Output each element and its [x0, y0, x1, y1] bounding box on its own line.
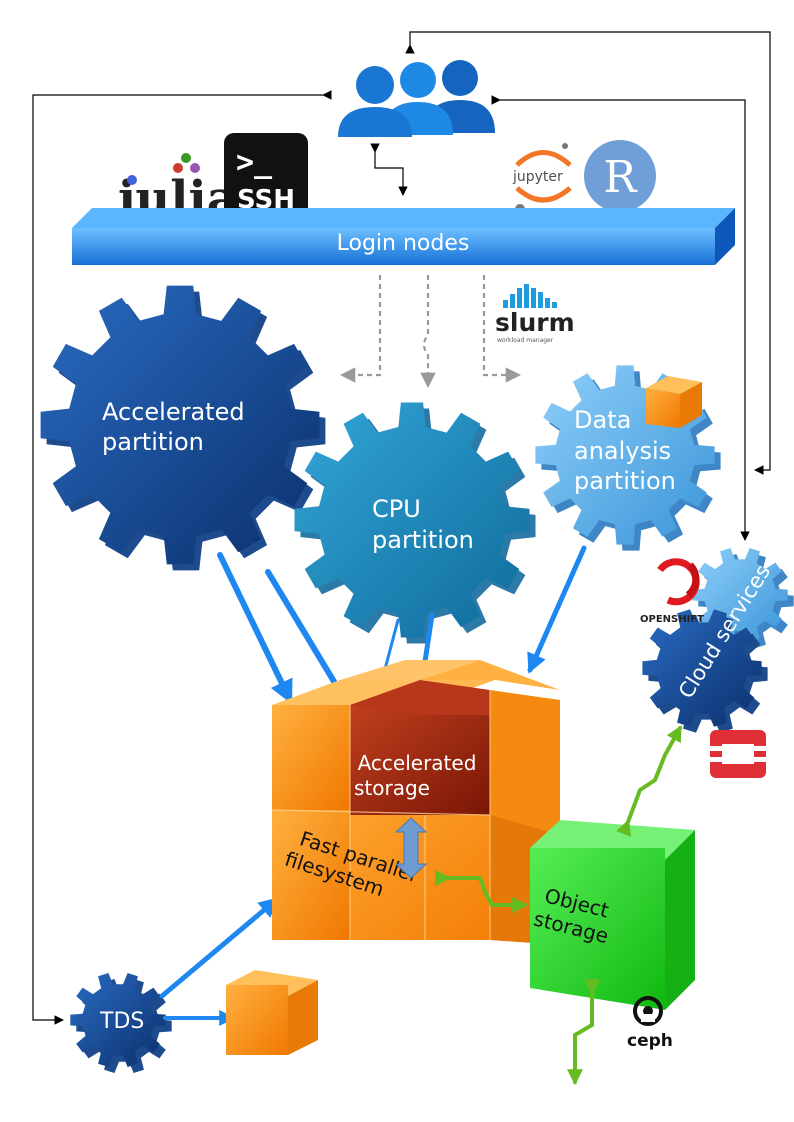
green-links: [435, 725, 682, 1086]
arrow-accel-to-storage-1: [217, 552, 293, 705]
tds-gear-body: [70, 973, 166, 1067]
slurm-dispatch-arrows: [339, 275, 522, 389]
accelerated-storage-label-1: Accelerated: [358, 751, 477, 775]
cpu-partition-gear: [294, 402, 536, 644]
storage-link-arrow: [394, 817, 428, 879]
svg-text:>_: >_: [236, 145, 273, 180]
edge-connectors: [32, 31, 771, 1025]
dispatch-to-cpu: [420, 275, 436, 389]
arrow-tds-to-filesystem: [159, 897, 280, 999]
svg-text:R: R: [603, 152, 638, 203]
accelerated-partition-label-1: Accelerated: [102, 398, 245, 426]
tds-gear: [70, 973, 172, 1073]
ssh-logo: >_ SSH: [224, 133, 308, 217]
connector-users-login: [370, 143, 408, 196]
ceph-logo: ceph: [627, 996, 673, 1051]
link-object-cloud: [616, 725, 682, 837]
login-nodes-label: Login nodes: [337, 231, 470, 256]
data-analysis-label-1: Data: [574, 406, 631, 434]
cloud-service-gear-dark: [642, 609, 768, 733]
cpu-partition-label-1: CPU: [372, 495, 421, 523]
connector-right-cloud: [491, 95, 750, 541]
data-analysis-label-3: partition: [574, 467, 676, 495]
accelerated-storage-label-2: storage: [354, 776, 430, 800]
users-icon: [338, 60, 495, 137]
tds-label: TDS: [99, 1009, 144, 1034]
svg-text:jupyter: jupyter: [512, 169, 563, 185]
link-object-external: [567, 979, 600, 1086]
dispatch-to-accelerated: [339, 275, 382, 383]
svg-text:ceph: ceph: [627, 1031, 673, 1051]
svg-text:slurm: slurm: [495, 308, 575, 337]
accelerated-partition-gear-body: [40, 285, 320, 565]
data-analysis-cube: [646, 376, 702, 428]
r-logo: R: [584, 140, 656, 212]
storage-cube-stack: Accelerated storage Fast parallel filesy…: [271, 660, 560, 945]
cloud-service-gear-dark-body: [642, 609, 762, 727]
openshift-logo: OPENSHIFT: [640, 558, 704, 625]
openstack-logo: [710, 730, 766, 778]
slurm-logo: slurm workload manager: [495, 284, 575, 344]
data-analysis-label-2: analysis: [574, 437, 671, 465]
tds-storage-cube: [226, 970, 318, 1055]
accelerated-partition-gear: [40, 285, 326, 571]
connector-top-right-loop: [405, 31, 771, 475]
connector-left-loop: [32, 90, 332, 1025]
jupyter-logo: jupyter: [512, 143, 572, 214]
login-nodes-bar: Login nodes: [72, 208, 735, 265]
cpu-partition-gear-body: [294, 402, 530, 638]
dispatch-to-data-analysis: [482, 275, 522, 383]
cpu-partition-label-2: partition: [372, 526, 474, 554]
svg-text:workload manager: workload manager: [497, 337, 554, 344]
arrow-data-to-storage: [527, 545, 587, 674]
object-storage-cube: Object storage: [530, 820, 695, 1010]
link-filesystem-object: [435, 870, 529, 913]
svg-text:OPENSHIFT: OPENSHIFT: [640, 614, 704, 625]
accelerated-partition-label-2: partition: [102, 428, 204, 456]
